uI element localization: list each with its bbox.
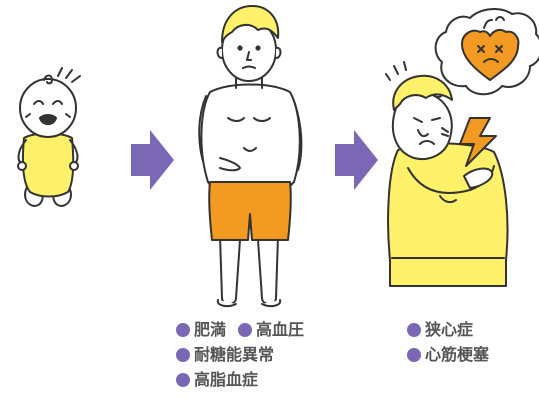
label-angina: 狭心症 bbox=[425, 320, 474, 339]
middle-label-row-3: 高脂血症 bbox=[176, 372, 258, 388]
baby-figure bbox=[17, 67, 81, 207]
middle-label-row-2: 耐糖能異常 bbox=[176, 347, 274, 363]
bullet-dot bbox=[176, 373, 190, 387]
bullet-dot bbox=[407, 323, 421, 337]
middle-label-row-1: 肥満 高血圧 bbox=[176, 322, 304, 338]
right-label-row-2: 心筋梗塞 bbox=[407, 347, 489, 363]
right-label-row-1: 狭心症 bbox=[407, 322, 473, 338]
right-arrow-icon bbox=[131, 130, 174, 190]
broken-heart-icon bbox=[461, 16, 520, 81]
label-myocardial-infarction: 心筋梗塞 bbox=[425, 345, 490, 364]
obese-adult-figure bbox=[198, 5, 303, 308]
lightning-icon bbox=[459, 117, 497, 167]
label-hyperlipidemia: 高脂血症 bbox=[194, 370, 259, 389]
label-glucose-intolerance: 耐糖能異常 bbox=[194, 345, 275, 364]
bullet-dot bbox=[407, 348, 421, 362]
label-obesity: 肥満 bbox=[194, 320, 227, 339]
bullet-dot bbox=[176, 323, 190, 337]
bullet-dot bbox=[238, 323, 253, 337]
right-arrow-icon bbox=[335, 130, 378, 190]
bullet-dot bbox=[176, 348, 190, 362]
label-hypertension: 高血圧 bbox=[256, 320, 305, 339]
